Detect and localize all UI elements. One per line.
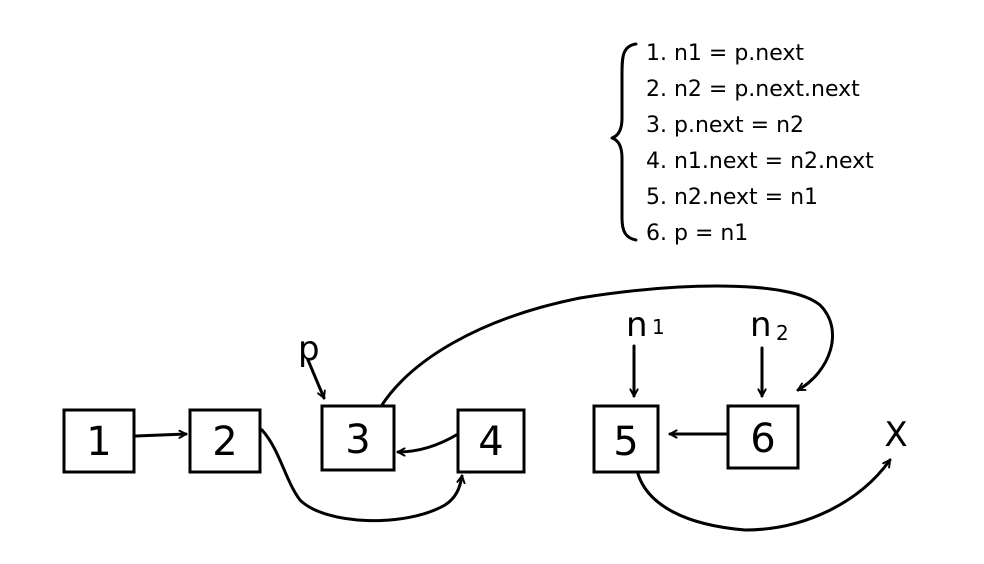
edge-2-to-4 [260,428,462,523]
node-6-box [726,404,800,470]
pointer-n2: n 2 [750,305,789,398]
pointer-n2-label: n [750,305,772,345]
null-marker: X [884,415,907,455]
pointer-n1-sub: 1 [652,315,665,339]
step-3: 3. p.next = n2 [646,113,804,138]
node-1: 1 [62,408,136,474]
node-4: 4 [456,408,526,474]
edge-4-to-3 [396,432,460,452]
step-5: 5. n2.next = n1 [646,185,818,210]
step-6: 6. p = n1 [646,221,748,246]
node-3: 3 [320,404,396,472]
edge-5-to-null [636,458,892,532]
node-4-box [456,408,526,474]
step-1: 1. n1 = p.next [646,41,804,66]
node-5-box [592,404,660,474]
node-6: 6 [726,404,800,470]
step-4: 4. n1.next = n2.next [646,149,874,174]
edge-3-to-6 [378,284,835,410]
node-2: 2 [188,408,262,474]
node-2-label: 2 [212,419,237,465]
node-3-box [320,404,396,472]
node-5: 5 [592,404,660,474]
node-2-box [188,408,262,474]
pointer-p: p [298,329,324,400]
node-5-label: 5 [613,419,638,465]
pointer-n2-sub: 2 [776,321,789,345]
step-2: 2. n2 = p.next.next [646,77,860,102]
pointer-n1-label: n [626,305,648,345]
pointer-p-label: p [298,329,320,369]
curly-brace [610,42,638,242]
node-3-label: 3 [345,417,370,463]
steps-block: 1. n1 = p.next 2. n2 = p.next.next 3. p.… [610,41,874,246]
node-1-label: 1 [86,419,111,465]
pointer-p-arrow [306,358,324,400]
node-4-label: 4 [478,419,503,465]
node-1-box [62,408,136,474]
pointer-n1: n 1 [626,305,665,398]
edges [134,284,892,532]
node-6-label: 6 [750,416,775,462]
edge-1-to-2 [134,434,188,436]
